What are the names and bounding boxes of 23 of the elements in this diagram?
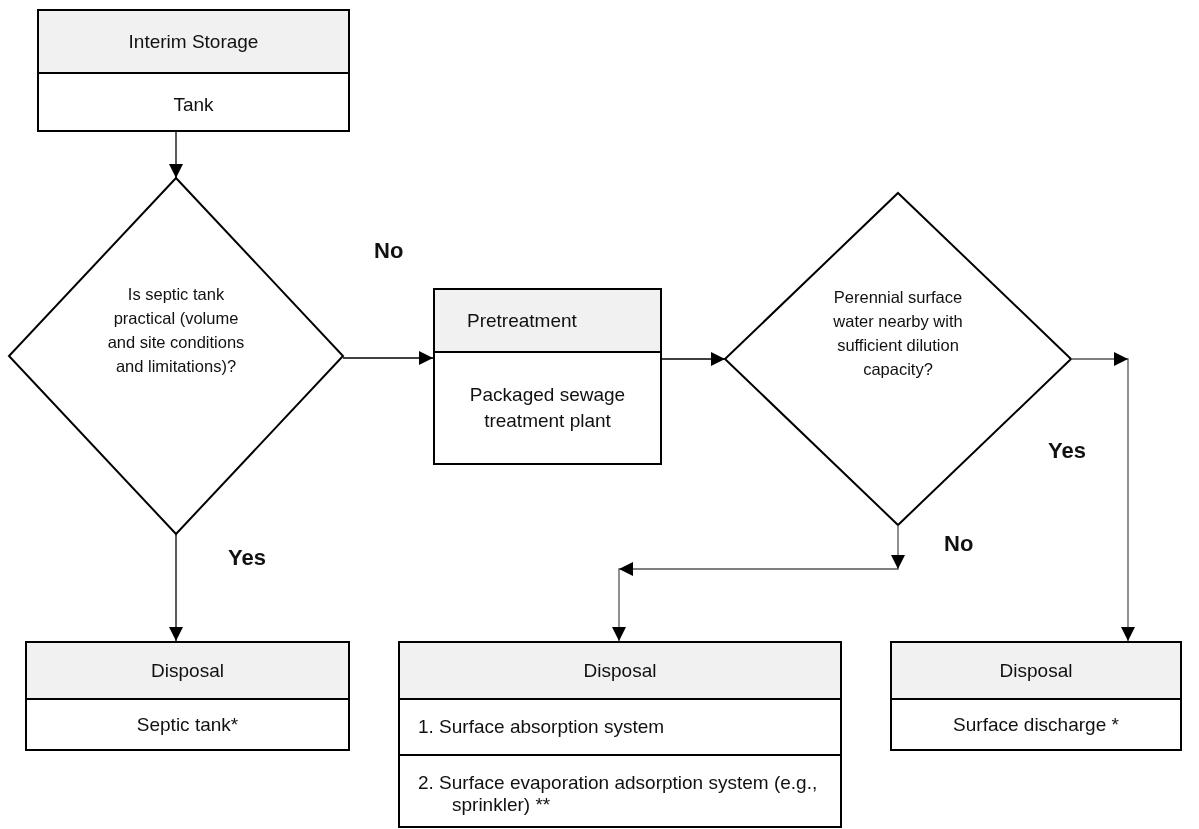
edge-label: Yes (228, 545, 266, 571)
decision-text: Is septic tank practical (volume and site conditions and limitations)? (106, 284, 246, 377)
box-heading: Disposal (892, 643, 1180, 700)
box-heading: Disposal (400, 643, 840, 700)
process-box (37, 9, 350, 132)
process-box (433, 288, 662, 465)
box-heading: Disposal (27, 643, 348, 700)
process-box (398, 641, 842, 828)
box-heading: Interim Storage (39, 11, 348, 74)
edge-label: No (374, 238, 404, 264)
process-box (25, 641, 350, 751)
box-heading: Pretreatment (435, 290, 660, 353)
list-item: 1. Surface absorption system (417, 715, 666, 739)
decision-text: Perennial surface water nearby with sufficient dilution capacity? (832, 287, 964, 380)
box-text: Packaged sewage treatment plant (468, 383, 627, 433)
box-text: Septic tank* (135, 712, 240, 737)
box-text: Surface discharge * (952, 712, 1120, 737)
list-item: 2. Surface evaporation adsorption system (e.g., sprinkler) ** (400, 754, 840, 829)
decision-diamond (7, 176, 345, 536)
box-text: Tank (172, 92, 215, 117)
edge-label: No (944, 531, 974, 557)
process-box (890, 641, 1182, 751)
edge-label: Yes (1048, 438, 1086, 464)
